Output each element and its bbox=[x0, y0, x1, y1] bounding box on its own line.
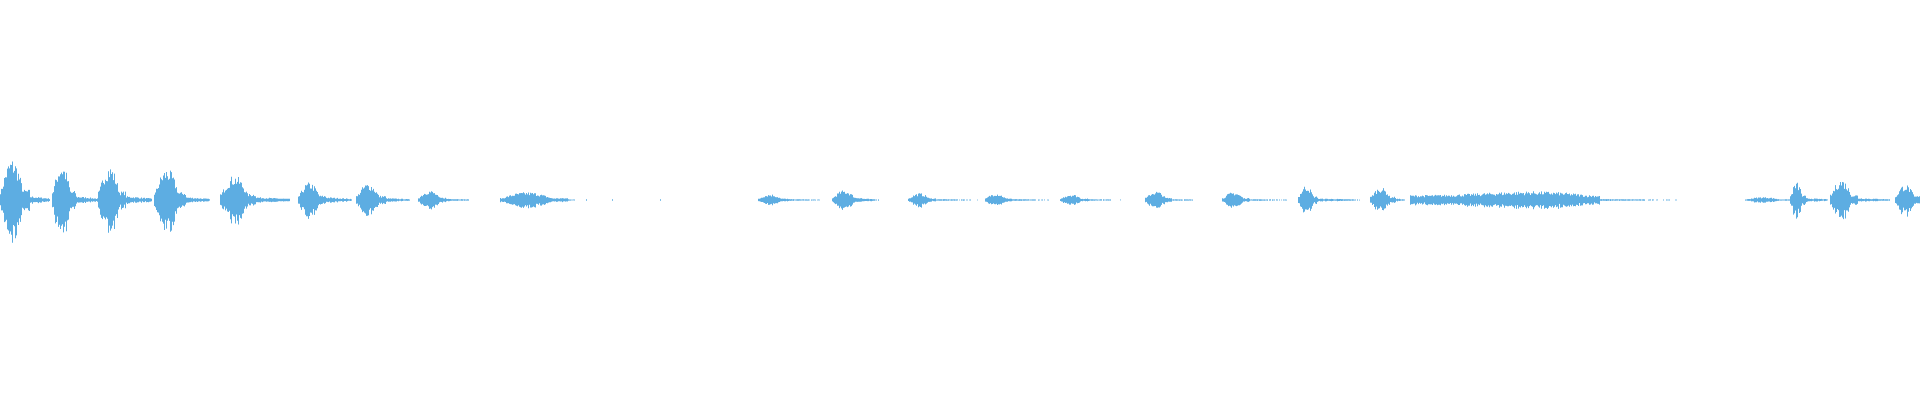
waveform-path bbox=[0, 161, 1920, 243]
waveform-samples bbox=[0, 161, 1920, 243]
